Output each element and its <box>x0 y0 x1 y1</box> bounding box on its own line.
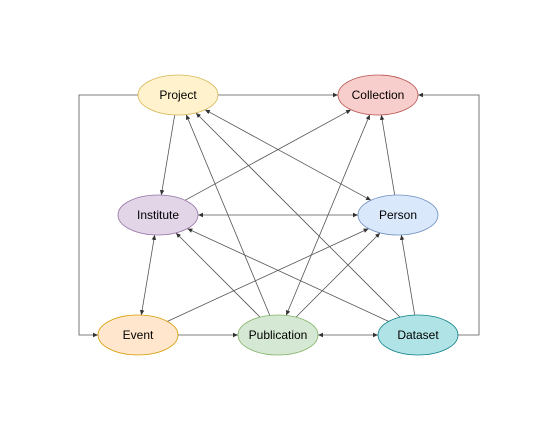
node-label-person: Person <box>379 208 417 222</box>
edge-publication-collection <box>285 114 371 316</box>
node-event[interactable]: Event <box>97 314 179 356</box>
edge-dataset-project <box>195 112 401 318</box>
edge-publication-project <box>185 114 271 316</box>
node-institute[interactable]: Institute <box>117 194 199 236</box>
edge-project-institute <box>159 114 176 196</box>
node-person[interactable]: Person <box>357 194 439 236</box>
node-label-event: Event <box>123 328 154 342</box>
edge-institute-event <box>139 234 157 316</box>
edge-dataset-person <box>399 234 416 316</box>
edge-project-person <box>204 109 372 201</box>
edge-institute-collection <box>184 109 352 201</box>
edge-person-collection <box>379 114 396 196</box>
node-layer: Project Collection Institute Person Even… <box>97 74 459 356</box>
edge-layer <box>78 92 480 338</box>
node-label-dataset: Dataset <box>397 328 439 342</box>
node-label-institute: Institute <box>137 208 179 222</box>
edge-dataset-institute <box>187 228 389 322</box>
node-label-publication: Publication <box>249 328 308 342</box>
node-project[interactable]: Project <box>137 74 219 116</box>
edge-publication-institute <box>175 232 261 318</box>
edge-dataset-collection <box>418 92 480 336</box>
node-dataset[interactable]: Dataset <box>377 314 459 356</box>
node-collection[interactable]: Collection <box>337 74 419 116</box>
node-label-project: Project <box>159 88 197 102</box>
edge-publication-person <box>295 232 381 318</box>
node-label-collection: Collection <box>352 88 405 102</box>
node-publication[interactable]: Publication <box>237 314 319 356</box>
edge-project-event <box>78 94 138 338</box>
